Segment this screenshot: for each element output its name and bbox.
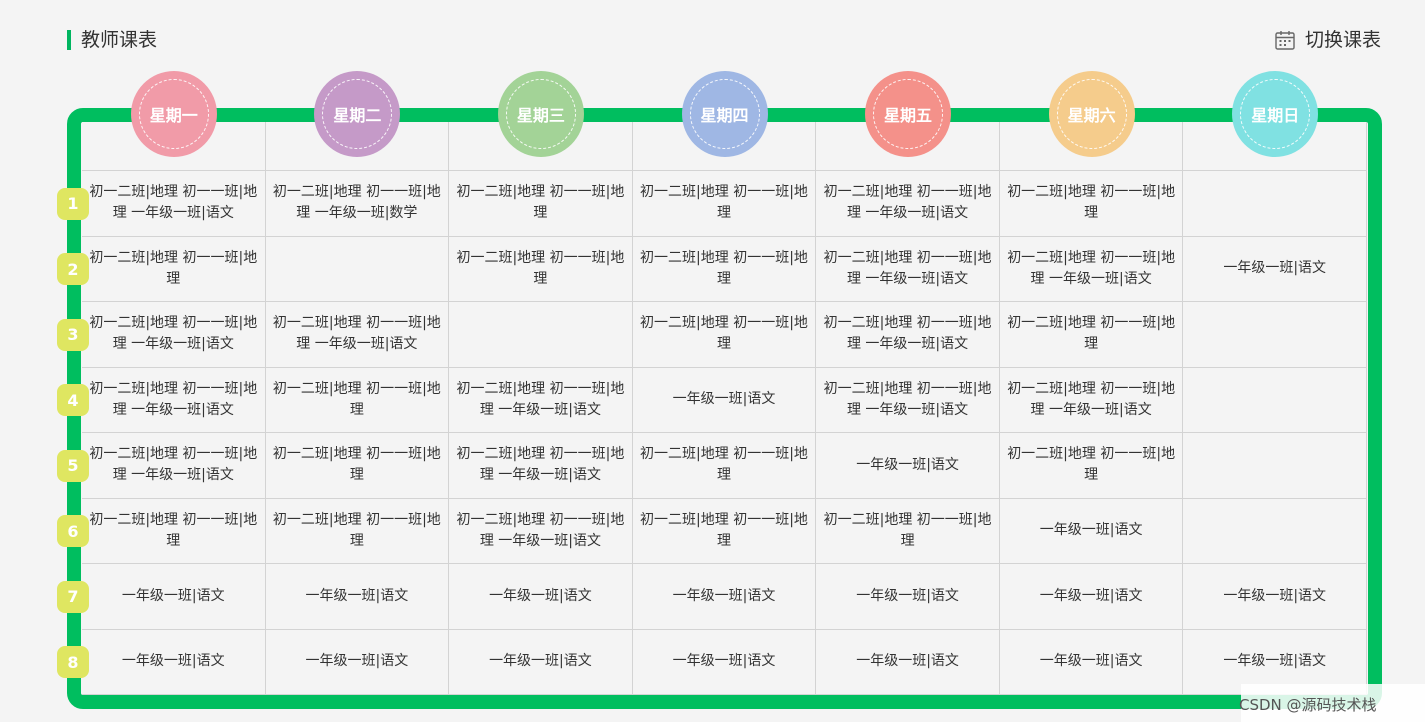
day-label: 星期一 <box>138 79 209 149</box>
schedule-cell[interactable]: 一年级一班|语文 <box>999 629 1184 695</box>
schedule-cell[interactable]: 一年级一班|语文 <box>82 629 266 695</box>
schedule-cell[interactable]: 初一二班|地理 初一一班|地理 一年级一班|语文 <box>999 367 1184 433</box>
day-label: 星期日 <box>1240 79 1311 149</box>
period-badge-3: 3 <box>57 318 89 351</box>
schedule-cell[interactable] <box>1183 367 1367 433</box>
period-badge-5: 5 <box>57 449 89 482</box>
day-label: 星期四 <box>689 79 760 149</box>
schedule-cell[interactable]: 初一二班|地理 初一一班|地理 <box>449 236 633 302</box>
toolbar-overlay <box>1241 684 1425 722</box>
schedule-cell[interactable]: 一年级一班|语文 <box>632 629 817 695</box>
switch-schedule-label: 切换课表 <box>1304 29 1381 51</box>
day-header-cell <box>449 122 633 171</box>
day-circle-7: 星期日 <box>1232 71 1319 157</box>
day-header-cell <box>82 122 266 171</box>
day-label: 星期五 <box>873 79 944 149</box>
schedule-cell[interactable]: 初一二班|地理 初一一班|地理 一年级一班|语文 <box>816 302 1000 368</box>
schedule-cell[interactable]: 一年级一班|语文 <box>999 498 1184 564</box>
period-badge-6: 6 <box>57 515 89 548</box>
schedule-cell[interactable]: 初一二班|地理 初一一班|地理 <box>999 302 1184 368</box>
schedule-cell[interactable] <box>1183 433 1367 499</box>
schedule-cell[interactable]: 初一二班|地理 初一一班|地理 <box>449 171 633 237</box>
switch-schedule-button[interactable]: 切换课表 <box>1274 28 1381 52</box>
schedule-cell[interactable]: 一年级一班|语文 <box>816 564 1000 630</box>
schedule-cell[interactable]: 初一二班|地理 初一一班|地理 一年级一班|语文 <box>265 302 450 368</box>
day-label: 星期二 <box>322 79 393 149</box>
schedule-cell[interactable]: 初一二班|地理 初一一班|地理 <box>999 171 1184 237</box>
schedule-cell[interactable] <box>449 302 633 368</box>
watermark-credit: CSDN @源码技术栈 <box>1239 696 1377 714</box>
day-circle-3: 星期三 <box>497 71 584 157</box>
schedule-cell[interactable] <box>265 236 450 302</box>
schedule-cell[interactable]: 初一二班|地理 初一一班|地理 <box>632 171 817 237</box>
schedule-cell[interactable]: 初一二班|地理 初一一班|地理 <box>82 236 266 302</box>
schedule-cell[interactable]: 初一二班|地理 初一一班|地理 <box>82 498 266 564</box>
schedule-cell[interactable]: 初一二班|地理 初一一班|地理 <box>632 236 817 302</box>
schedule-cell[interactable]: 一年级一班|语文 <box>449 564 633 630</box>
schedule-cell[interactable] <box>1183 171 1367 237</box>
schedule-cell[interactable]: 一年级一班|语文 <box>632 367 817 433</box>
schedule-cell[interactable]: 初一二班|地理 初一一班|地理 一年级一班|语文 <box>82 171 266 237</box>
schedule-cell[interactable]: 初一二班|地理 初一一班|地理 一年级一班|语文 <box>449 367 633 433</box>
schedule-cell[interactable]: 初一二班|地理 初一一班|地理 <box>265 367 450 433</box>
day-circle-4: 星期四 <box>681 71 768 157</box>
schedule-cell[interactable]: 初一二班|地理 初一一班|地理 <box>999 433 1184 499</box>
calendar-icon <box>1275 31 1295 50</box>
schedule-grid: 初一二班|地理 初一一班|地理 一年级一班|语文初一二班|地理 初一一班|地理 … <box>82 122 1367 695</box>
period-badge-2: 2 <box>57 253 89 286</box>
schedule-cell[interactable]: 初一二班|地理 初一一班|地理 <box>632 498 817 564</box>
day-circle-6: 星期六 <box>1048 71 1135 157</box>
day-header-cell <box>816 122 1000 171</box>
schedule-cell[interactable]: 初一二班|地理 初一一班|地理 一年级一班|数学 <box>265 171 450 237</box>
schedule-cell[interactable]: 一年级一班|语文 <box>1183 564 1367 630</box>
schedule-cell[interactable]: 一年级一班|语文 <box>265 564 450 630</box>
schedule-cell[interactable]: 一年级一班|语文 <box>265 629 450 695</box>
day-label: 星期六 <box>1056 79 1127 149</box>
schedule-cell[interactable] <box>1183 302 1367 368</box>
page-title: 教师课表 <box>81 29 158 51</box>
day-circle-5: 星期五 <box>865 71 952 157</box>
day-header-cell <box>999 122 1184 171</box>
schedule-cell[interactable]: 初一二班|地理 初一一班|地理 <box>265 498 450 564</box>
day-circle-1: 星期一 <box>130 71 217 157</box>
schedule-cell[interactable]: 一年级一班|语文 <box>1183 236 1367 302</box>
title-accent-bar <box>67 30 71 50</box>
schedule-cell[interactable]: 初一二班|地理 初一一班|地理 一年级一班|语文 <box>816 367 1000 433</box>
period-badge-7: 7 <box>57 580 89 613</box>
schedule-cell[interactable]: 初一二班|地理 初一一班|地理 <box>632 302 817 368</box>
schedule-cell[interactable]: 初一二班|地理 初一一班|地理 一年级一班|语文 <box>816 236 1000 302</box>
schedule-cell[interactable]: 初一二班|地理 初一一班|地理 <box>632 433 817 499</box>
day-header-cell <box>1183 122 1367 171</box>
schedule-cell[interactable]: 初一二班|地理 初一一班|地理 一年级一班|语文 <box>999 236 1184 302</box>
schedule-cell[interactable]: 一年级一班|语文 <box>816 629 1000 695</box>
schedule-cell[interactable]: 初一二班|地理 初一一班|地理 <box>816 498 1000 564</box>
schedule-cell[interactable]: 初一二班|地理 初一一班|地理 一年级一班|语文 <box>82 433 266 499</box>
schedule-cell[interactable] <box>1183 498 1367 564</box>
day-header-cell <box>632 122 817 171</box>
schedule-cell[interactable]: 初一二班|地理 初一一班|地理 一年级一班|语文 <box>449 433 633 499</box>
schedule-cell[interactable]: 一年级一班|语文 <box>449 629 633 695</box>
schedule-cell[interactable]: 一年级一班|语文 <box>999 564 1184 630</box>
day-circle-2: 星期二 <box>314 71 401 157</box>
period-badge-4: 4 <box>57 384 89 417</box>
period-badge-1: 1 <box>57 187 89 220</box>
schedule-cell[interactable]: 初一二班|地理 初一一班|地理 <box>265 433 450 499</box>
schedule-cell[interactable]: 一年级一班|语文 <box>816 433 1000 499</box>
day-header-cell <box>265 122 450 171</box>
schedule-cell[interactable]: 一年级一班|语文 <box>82 564 266 630</box>
schedule-cell[interactable]: 初一二班|地理 初一一班|地理 一年级一班|语文 <box>449 498 633 564</box>
schedule-cell[interactable]: 初一二班|地理 初一一班|地理 一年级一班|语文 <box>816 171 1000 237</box>
period-badge-8: 8 <box>57 646 89 679</box>
schedule-cell[interactable]: 一年级一班|语文 <box>632 564 817 630</box>
schedule-cell[interactable]: 初一二班|地理 初一一班|地理 一年级一班|语文 <box>82 367 266 433</box>
schedule-cell[interactable]: 初一二班|地理 初一一班|地理 一年级一班|语文 <box>82 302 266 368</box>
day-label: 星期三 <box>505 79 576 149</box>
